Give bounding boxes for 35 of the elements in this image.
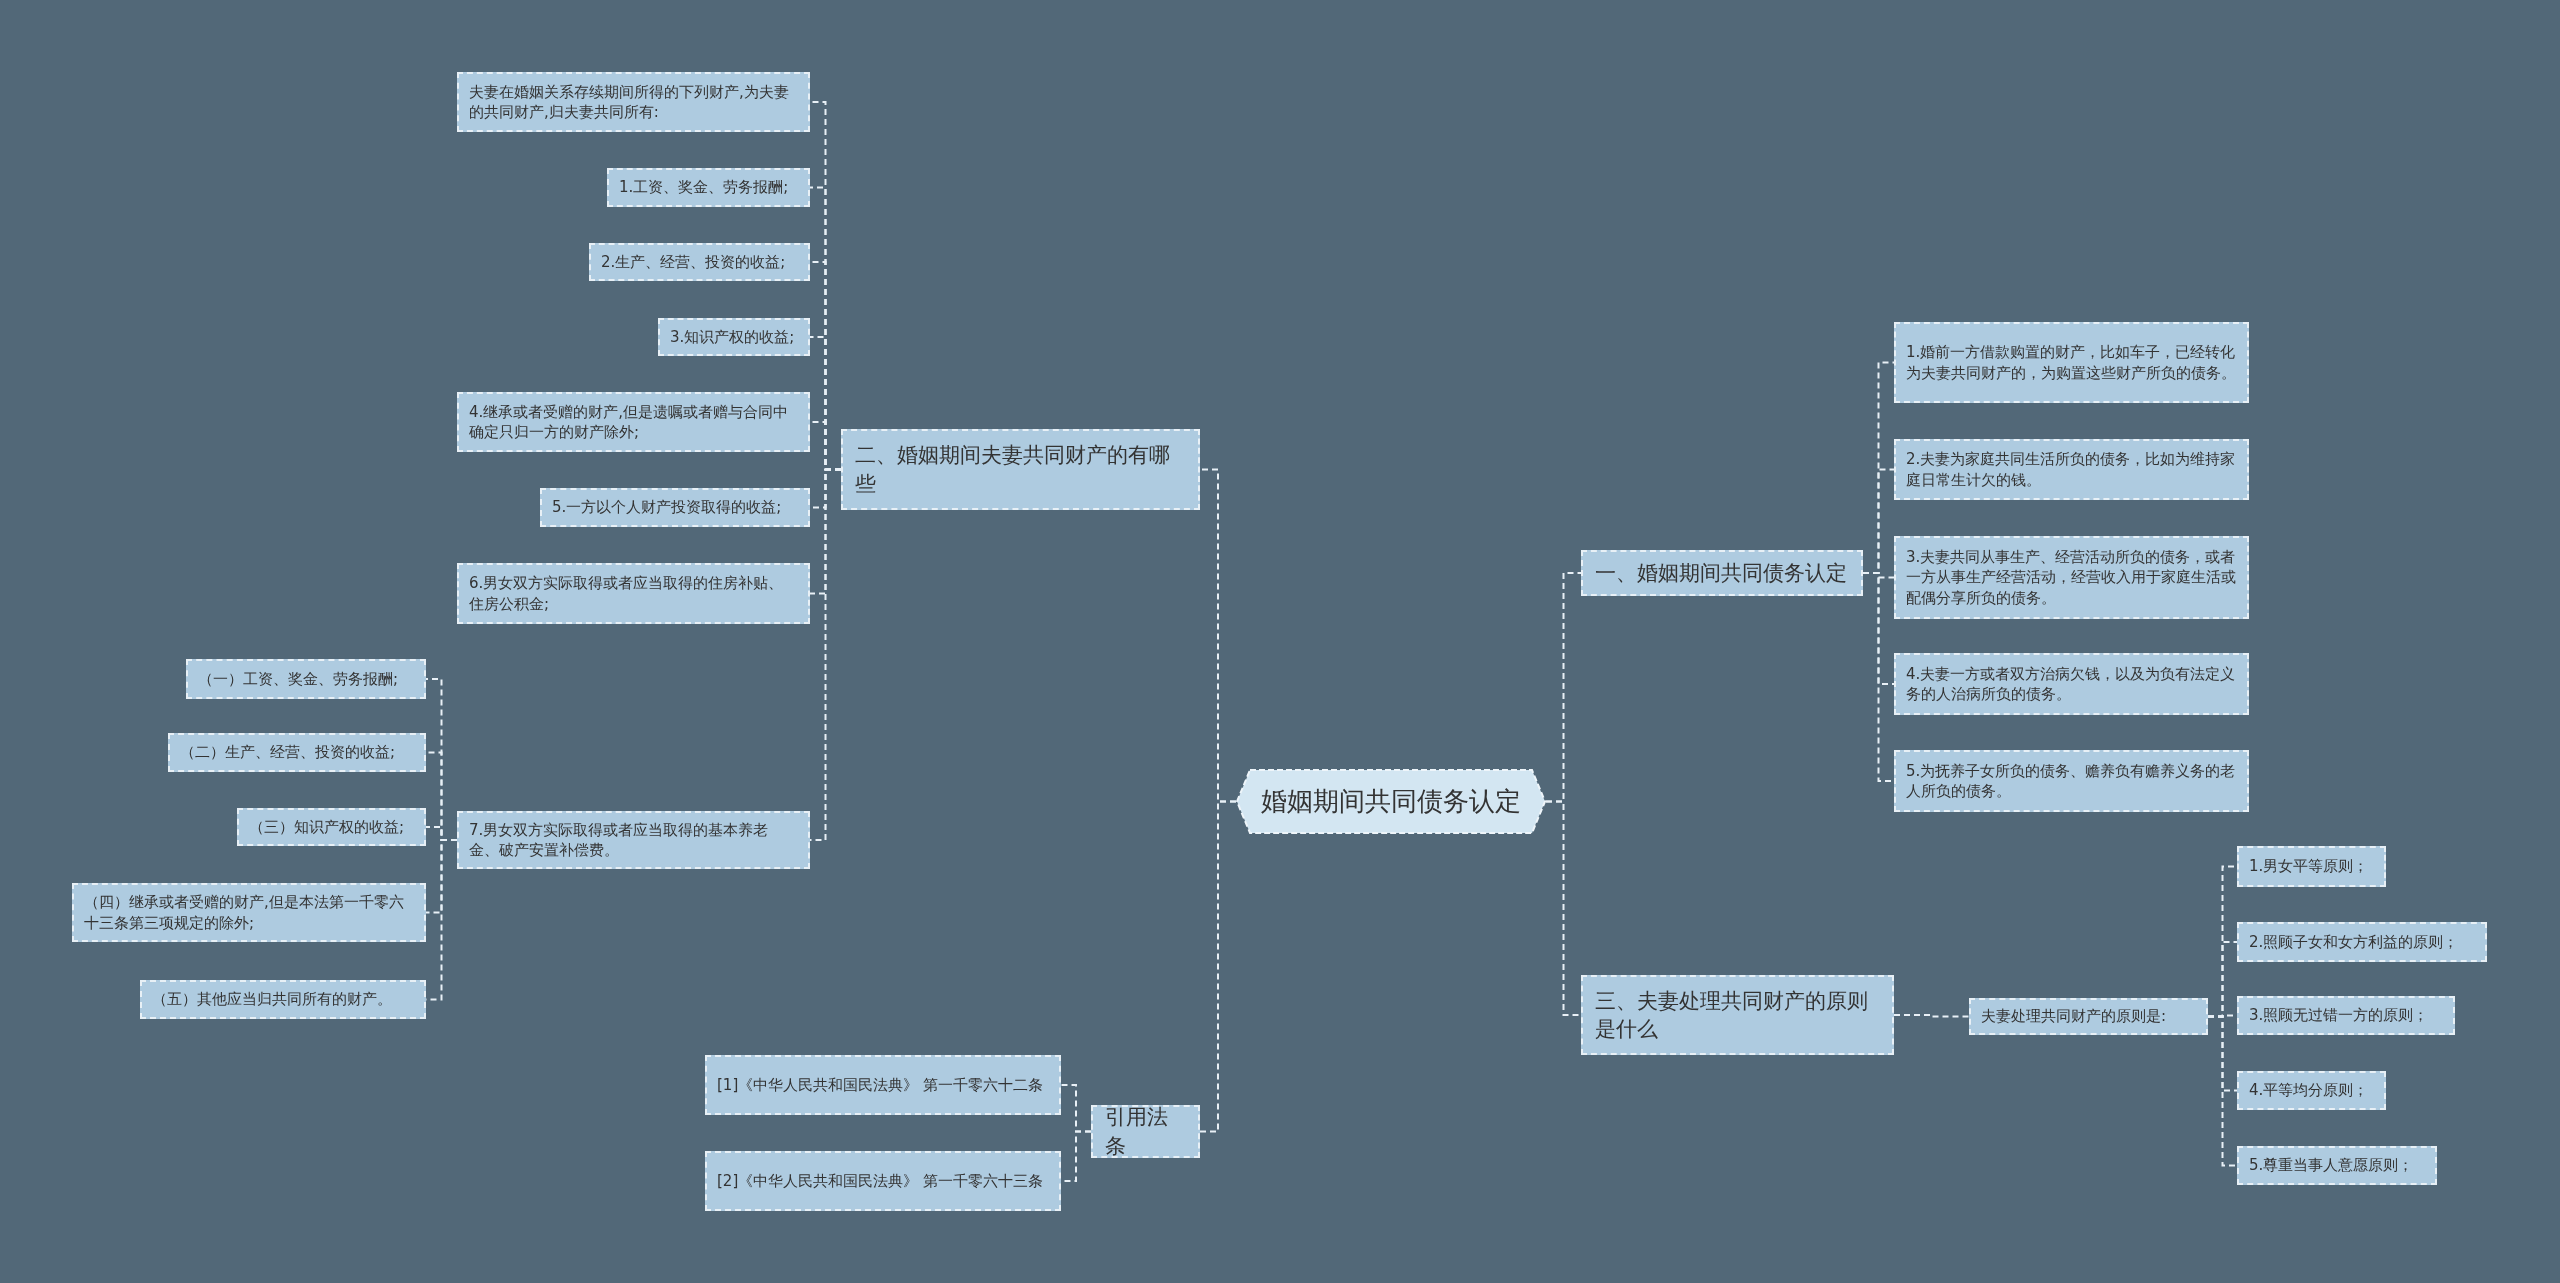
topic-box: 引用法条	[1091, 1105, 1200, 1158]
subtopic-box: （三）知识产权的收益;	[237, 808, 426, 846]
subtopic-box: 5.尊重当事人意愿原则；	[2237, 1146, 2437, 1185]
subtopic-box: 1.工资、奖金、劳务报酬;	[607, 168, 810, 207]
connector	[2207, 1015, 2238, 1167]
subtopic-box: [2]《中华人民共和国民法典》 第一千零六十三条	[705, 1151, 1061, 1211]
subtopic-box: 6.男女双方实际取得或者应当取得的住房补贴、住房公积金;	[457, 563, 810, 624]
connector	[1199, 800, 1237, 1133]
subtopic-box: （五）其他应当归共同所有的财产。	[140, 980, 426, 1019]
subtopic-box: 4.继承或者受赠的财产,但是遗嘱或者赠与合同中确定只归一方的财产除外;	[457, 392, 810, 452]
subtopic-box: 1.男女平等原则；	[2237, 846, 2386, 887]
subtopic-box: 4.平等均分原则；	[2237, 1071, 2386, 1110]
subtopic-box: 2.生产、经营、投资的收益;	[589, 243, 810, 281]
subtopic-box: 夫妻处理共同财产的原则是:	[1969, 998, 2208, 1035]
subtopic-box: 夫妻在婚姻关系存续期间所得的下列财产,为夫妻的共同财产,归夫妻共同所有:	[457, 72, 810, 132]
subtopic-box: （四）继承或者受赠的财产,但是本法第一千零六十三条第三项规定的除外;	[72, 883, 426, 942]
topic-box: 二、婚姻期间夫妻共同财产的有哪些	[841, 429, 1200, 510]
subtopic-box: 3.知识产权的收益;	[658, 318, 810, 356]
connector	[1893, 1014, 1970, 1018]
central-topic-box: 婚姻期间共同债务认定	[1236, 769, 1546, 834]
subtopic-box: （二）生产、经营、投资的收益;	[168, 733, 426, 772]
subtopic-box: 3.照顾无过错一方的原则；	[2237, 996, 2455, 1035]
topic-box: 三、夫妻处理共同财产的原则是什么	[1581, 975, 1894, 1055]
subtopic-box: 7.男女双方实际取得或者应当取得的基本养老金、破产安置补偿费。	[457, 811, 810, 869]
subtopic-box: 5.为抚养子女所负的债务、赡养负有赡养义务的老人所负的债务。	[1894, 750, 2249, 812]
subtopic-box: 1.婚前一方借款购置的财产，比如车子，已经转化为夫妻共同财产的，为购置这些财产所负的债务。	[1894, 322, 2249, 403]
subtopic-box: 4.夫妻一方或者双方治病欠钱，以及为负有法定义务的人治病所负的债务。	[1894, 653, 2249, 715]
subtopic-box: 3.夫妻共同从事生产、经营活动所负的债务，或者一方从事生产经营活动，经营收入用于家庭生活或配偶分享所负的债务。	[1894, 536, 2249, 619]
connector	[1545, 800, 1582, 1016]
subtopic-box: 2.夫妻为家庭共同生活所负的债务，比如为维持家庭日常生计欠的钱。	[1894, 439, 2249, 500]
subtopic-box: 5.一方以个人财产投资取得的收益;	[540, 488, 810, 527]
topic-box: 一、婚姻期间共同债务认定	[1581, 550, 1863, 596]
subtopic-box: （一）工资、奖金、劳务报酬;	[186, 659, 426, 699]
subtopic-box: 2.照顾子女和女方利益的原则；	[2237, 922, 2487, 962]
subtopic-box: [1]《中华人民共和国民法典》 第一千零六十二条	[705, 1055, 1061, 1115]
